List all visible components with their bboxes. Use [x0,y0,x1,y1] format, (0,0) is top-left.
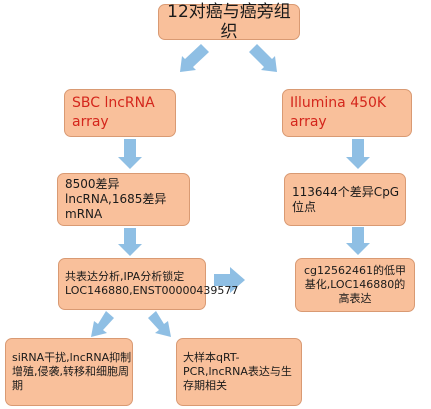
node-left-result: 8500差异lncRNA,1685差异mRNA [57,173,190,226]
arrow-coexpression-to-sirna [91,311,114,337]
node-top-text: 12对癌与癌旁组织 [167,2,291,42]
node-coexpression-text: 共表达分析,IPA分析锁定LOC146880,ENST00000439577 [65,270,239,297]
node-sbc-array-text: SBC lncRNA array [72,95,155,130]
arrow-result-to-methylation [346,227,370,255]
node-methylation: cg12562461的低甲基化,LOC146880的高表达 [295,258,415,312]
arrow-coexpression-to-methylation [214,267,245,293]
arrow-top-to-sbc [180,44,209,72]
arrow-result-to-coexpression [118,228,142,256]
node-qrtpcr-text: 大样本qRT-PCR,lncRNA表达与生存期相关 [183,351,292,392]
node-sirna-text: siRNA干扰,lncRNA抑制增殖,侵袭,转移和细胞周期 [12,351,132,392]
node-qrtpcr: 大样本qRT-PCR,lncRNA表达与生存期相关 [176,338,302,406]
node-illumina-array: Illumina 450K array [282,89,412,137]
node-methylation-text: cg12562461的低甲基化,LOC146880的高表达 [303,264,407,305]
node-illumina-array-text: Illumina 450K array [290,95,387,130]
arrow-top-to-illumina [249,44,277,72]
node-left-result-text: 8500差异lncRNA,1685差异mRNA [65,177,167,221]
node-right-result-text: 113644个差异CpG位点 [292,184,400,214]
arrow-coexpression-to-qrtpcr [148,311,171,337]
arrow-illumina-to-result [346,139,370,169]
node-coexpression: 共表达分析,IPA分析锁定LOC146880,ENST00000439577 [58,258,239,310]
node-sirna: siRNA干扰,lncRNA抑制增殖,侵袭,转移和细胞周期 [5,338,133,406]
node-right-result: 113644个差异CpG位点 [284,173,406,226]
node-top: 12对癌与癌旁组织 [158,2,300,42]
node-sbc-array: SBC lncRNA array [64,89,176,137]
arrow-sbc-to-result [118,139,142,169]
